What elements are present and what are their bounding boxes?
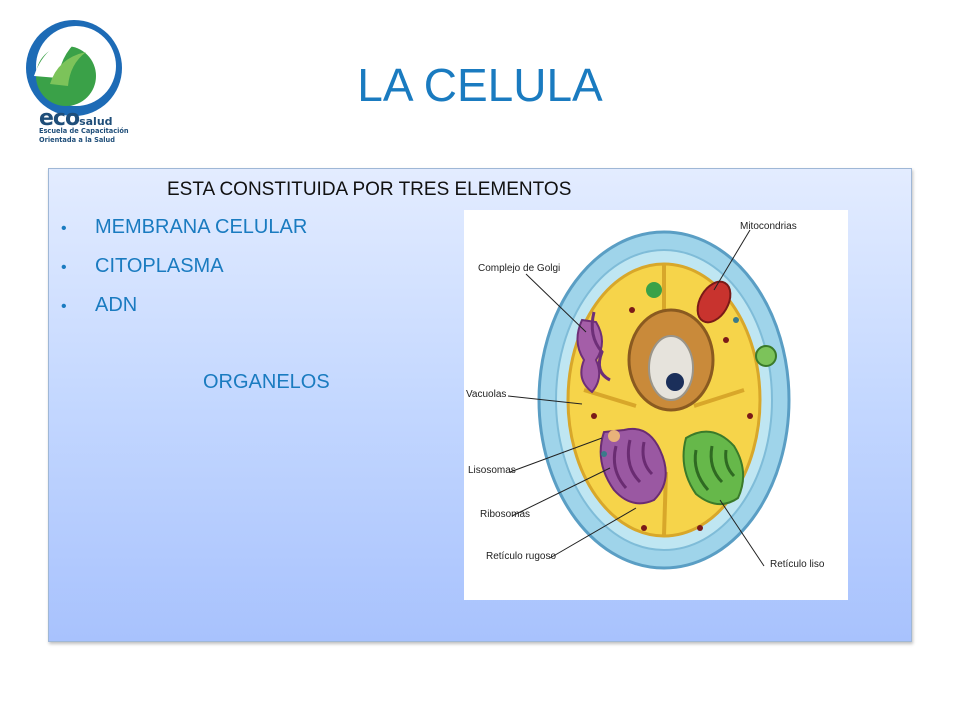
organelos-heading: ORGANELOS bbox=[203, 371, 330, 393]
bullet-text: MEMBRANA CELULAR bbox=[95, 216, 308, 238]
cell-diagram: Mitocondrias Complejo de Golgi Vacuolas … bbox=[464, 210, 848, 600]
label-vacuolas: Vacuolas bbox=[466, 389, 507, 400]
bullet-icon: • bbox=[61, 298, 67, 315]
label-lisosomas: Lisosomas bbox=[468, 465, 516, 476]
logo-subtitle-line2: Orientada a la Salud bbox=[39, 136, 115, 144]
intro-text: ESTA CONSTITUIDA POR TRES ELEMENTOS bbox=[167, 179, 572, 200]
bullet-icon: • bbox=[61, 259, 67, 276]
logo-word-salud: salud bbox=[79, 115, 113, 128]
slide-title: LA CELULA bbox=[357, 59, 603, 111]
list-item: • ADN bbox=[61, 293, 307, 332]
bullet-text: ADN bbox=[95, 294, 138, 316]
logo-wordmark: ecosalud bbox=[39, 108, 113, 130]
ecosalud-swirl-icon bbox=[26, 20, 122, 116]
bullet-icon: • bbox=[61, 220, 67, 237]
label-reticulo-rugoso: Retículo rugoso bbox=[486, 551, 557, 562]
ecosalud-logo: ecosalud Escuela de Capacitación Orienta… bbox=[6, 6, 143, 151]
bullet-list: • MEMBRANA CELULAR • CITOPLASMA • ADN bbox=[61, 215, 307, 332]
cell-illustration bbox=[507, 229, 791, 570]
logo-word-eco: eco bbox=[39, 106, 80, 131]
label-mitocondrias: Mitocondrias bbox=[740, 221, 797, 232]
list-item: • CITOPLASMA bbox=[61, 254, 307, 293]
label-reticulo-liso: Retículo liso bbox=[770, 559, 825, 570]
bullet-text: CITOPLASMA bbox=[95, 255, 224, 277]
label-ribosomas: Ribosomas bbox=[480, 509, 531, 520]
logo-subtitle-line1: Escuela de Capacitación bbox=[39, 127, 129, 135]
label-golgi: Complejo de Golgi bbox=[478, 263, 561, 274]
list-item: • MEMBRANA CELULAR bbox=[61, 215, 307, 254]
